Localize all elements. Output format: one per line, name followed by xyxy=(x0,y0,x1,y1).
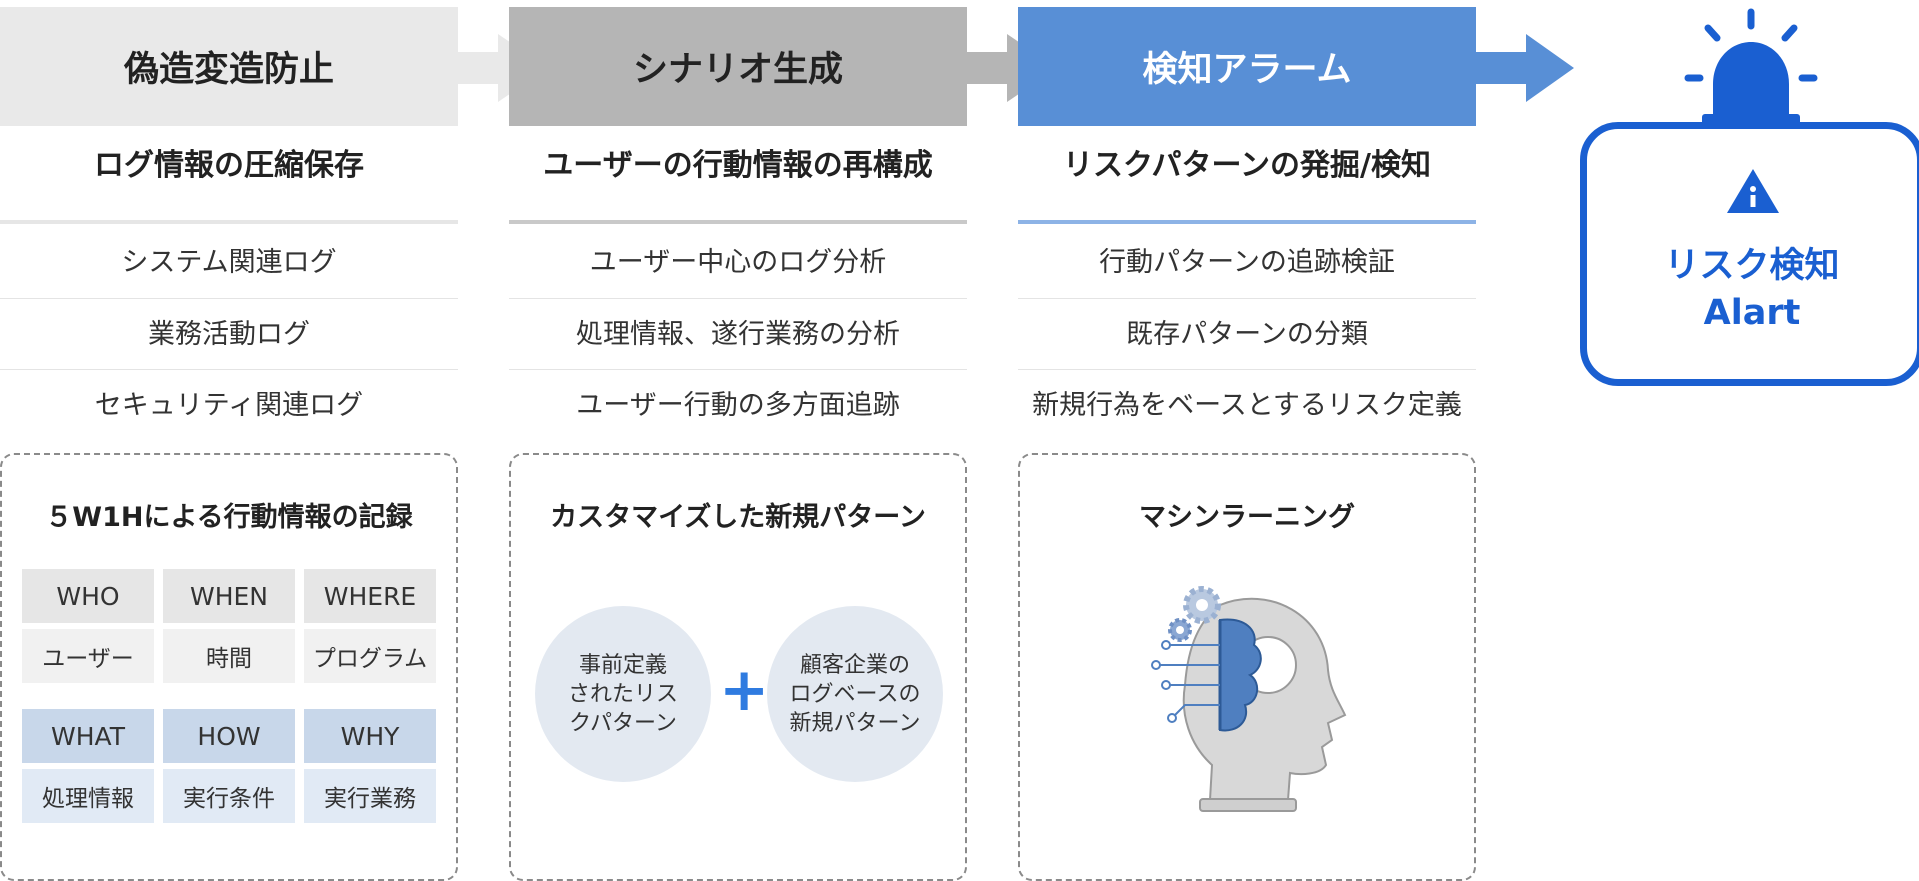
grid-cell-value: プログラム xyxy=(304,629,436,683)
list-item: ユーザー行動の多方面追跡 xyxy=(576,390,900,421)
divider xyxy=(0,298,458,299)
list-item: システム関連ログ xyxy=(121,247,337,278)
alert-title: リスク検知 xyxy=(1664,246,1840,286)
flow-arrow-icon xyxy=(458,34,548,102)
flow-arrow-icon xyxy=(967,34,1057,102)
grid-cell-header: WHAT xyxy=(22,709,154,763)
list-item: セキュリティ関連ログ xyxy=(94,390,364,421)
list-item: 行動パターンの追跡検証 xyxy=(1099,247,1395,278)
column-subtitle: ユーザーの行動情報の再構成 xyxy=(543,148,933,183)
risk-alert-box: リスク検知 Alart xyxy=(1580,122,1919,386)
siren-icon xyxy=(1684,8,1818,128)
list-item: 既存パターンの分類 xyxy=(1126,319,1368,350)
divider xyxy=(509,369,967,370)
column-header: シナリオ生成 xyxy=(509,7,967,126)
list-item: 新規行為をベースとするリスク定義 xyxy=(1032,390,1462,421)
grid-cell-value: 実行条件 xyxy=(163,769,295,823)
grid-cell-header: WHO xyxy=(22,569,154,623)
column-detection-alarm: 検知アラーム リスクパターンの発掘/検知 行動パターンの追跡検証 既存パターンの… xyxy=(1018,0,1476,881)
divider xyxy=(1018,220,1476,224)
divider xyxy=(509,298,967,299)
grid-cell-header: WHERE xyxy=(304,569,436,623)
alert-subtitle: Alart xyxy=(1703,293,1801,333)
divider xyxy=(1018,369,1476,370)
divider xyxy=(0,220,458,224)
column-header: 偽造変造防止 xyxy=(0,7,458,126)
custom-pattern-box: カスタマイズした新規パターン 事前定義 されたリス クパターン + 顧客企業の … xyxy=(509,453,967,881)
column-forgery-prevention: 偽造変造防止 ログ情報の圧縮保存 システム関連ログ 業務活動ログ セキュリティ関… xyxy=(0,0,458,881)
grid-cell-value: 処理情報 xyxy=(22,769,154,823)
column-header: 検知アラーム xyxy=(1018,7,1476,126)
grid-cell-value: 実行業務 xyxy=(304,769,436,823)
grid-cell-header: HOW xyxy=(163,709,295,763)
column-scenario-generation: シナリオ生成 ユーザーの行動情報の再構成 ユーザー中心のログ分析 処理情報、遂行… xyxy=(509,0,967,881)
grid-cell-value: 時間 xyxy=(163,629,295,683)
grid-cell-header: WHEN xyxy=(163,569,295,623)
machine-learning-box: マシンラーニング xyxy=(1018,453,1476,881)
plus-icon: + xyxy=(719,655,770,725)
grid-cell-value: ユーザー xyxy=(22,629,154,683)
warning-icon xyxy=(1727,169,1779,213)
5w1h-box: ５W1Hによる行動情報の記録 WHO WHEN WHERE ユーザー 時間 プロ… xyxy=(0,453,458,881)
flow-arrow-icon xyxy=(1476,34,1574,102)
divider xyxy=(509,220,967,224)
grid-cell-header: WHY xyxy=(304,709,436,763)
client-pattern-circle: 顧客企業の ログベースの 新規パターン xyxy=(767,606,943,782)
divider xyxy=(1018,298,1476,299)
column-subtitle: ログ情報の圧縮保存 xyxy=(94,148,364,183)
list-item: ユーザー中心のログ分析 xyxy=(589,247,887,278)
column-subtitle: リスクパターンの発掘/検知 xyxy=(1063,148,1431,183)
box-title: カスタマイズした新規パターン xyxy=(550,502,926,533)
predefined-pattern-circle: 事前定義 されたリス クパターン xyxy=(535,606,711,782)
box-title: ５W1Hによる行動情報の記録 xyxy=(45,502,413,533)
divider xyxy=(0,369,458,370)
list-item: 処理情報、遂行業務の分析 xyxy=(576,319,900,350)
ai-head-icon xyxy=(1151,586,1347,812)
box-title: マシンラーニング xyxy=(1139,502,1355,533)
list-item: 業務活動ログ xyxy=(148,319,310,350)
